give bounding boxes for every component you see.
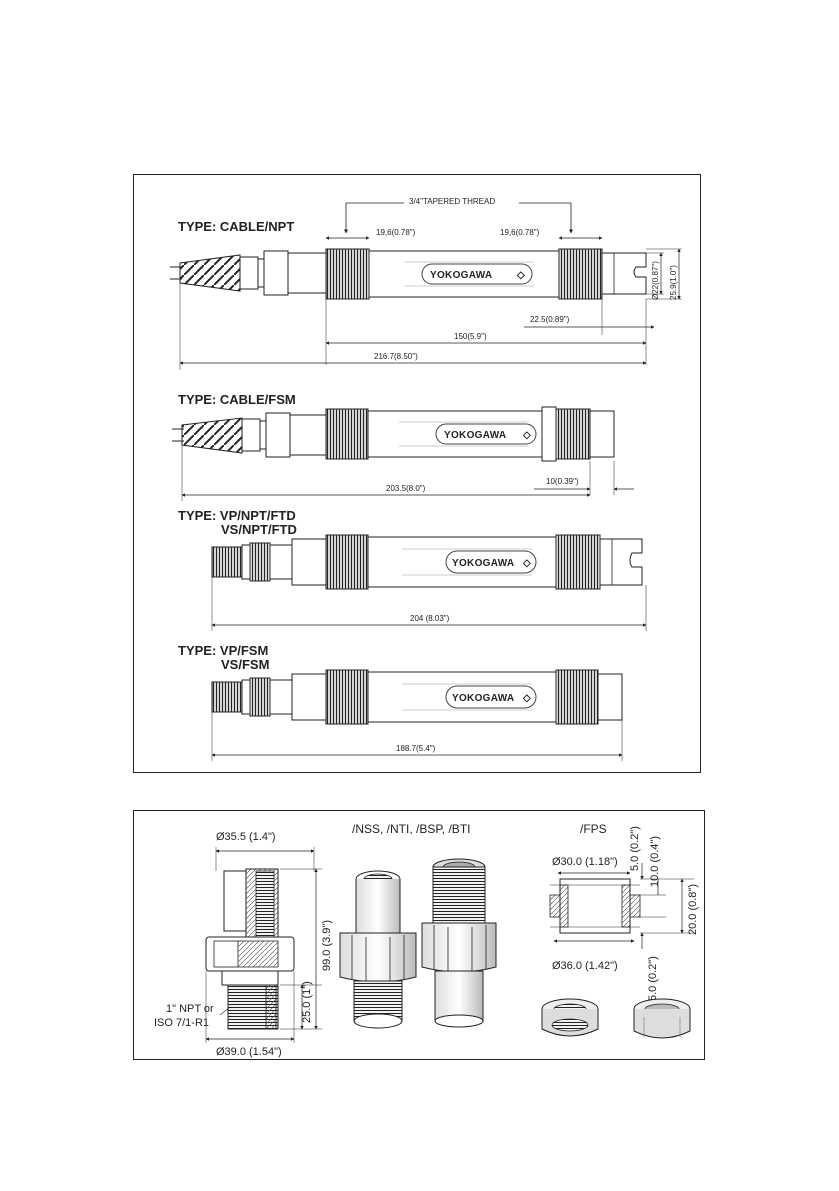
vp-connector xyxy=(211,546,243,578)
thread-rear xyxy=(325,408,369,460)
fps-ring-view-a xyxy=(541,998,599,1037)
overall-length-dim: 188.7(5.4") xyxy=(396,744,436,753)
section-cable-fsm: TYPE: CABLE/FSM YOKOGAWA ◇ 10(0.39") 203… xyxy=(172,392,634,501)
type-label-vp-fsm: TYPE: VP/FSM xyxy=(178,643,268,658)
strain-relief-spring xyxy=(179,254,241,292)
body-length-dim: 150(5.9") xyxy=(454,332,487,341)
thread-diameter-dim: 25.9(1.0") xyxy=(669,265,678,300)
brand-logo: YOKOGAWA xyxy=(452,558,514,569)
sensor-body xyxy=(367,536,557,588)
thread-rear xyxy=(325,248,370,300)
connector-head xyxy=(263,250,289,296)
type-label-vs-fsm: VS/FSM xyxy=(221,657,269,672)
overall-length-dim: 216.7(8.50") xyxy=(374,352,418,361)
union-variants-title: /NSS, /NTI, /BSP, /BTI xyxy=(352,822,470,836)
brand-plate xyxy=(421,263,533,285)
overall-length-dim: 204 (8.03") xyxy=(410,614,450,623)
brand-diamond-icon: ◇ xyxy=(522,693,531,704)
union-view-b xyxy=(421,858,497,1028)
union-cross-section: Ø35.5 (1.4") 99.0 (3.9") 25.0 (1") 1" NP… xyxy=(154,831,333,1058)
thread-callout-leader-right xyxy=(519,202,573,234)
brand-logo: YOKOGAWA xyxy=(430,270,492,281)
sensor-body xyxy=(368,250,560,298)
fps-ring: /FPS Ø30.0 (1.18") Ø36.0 (1.42") 5.0 (0.… xyxy=(541,822,699,1039)
type-label-vp-npt-ftd: TYPE: VP/NPT/FTD xyxy=(178,508,296,523)
section-vp-fsm: TYPE: VP/FSM VS/FSM YOKOGAWA ◇ 188.7(5.4… xyxy=(178,643,623,761)
union-top-diameter: Ø35.5 (1.4") xyxy=(216,831,276,843)
fps-dim-10: 10.0 (0.4") xyxy=(649,836,661,887)
tip-length-dim: 10(0.39") xyxy=(546,477,579,486)
union-view-a xyxy=(339,870,417,1029)
thread-callout-leader-left xyxy=(344,202,404,234)
thread-right-dim: 19,6(0.78") xyxy=(500,228,540,237)
section-cable-npt: TYPE: CABLE/NPT 3/4"TAPERED THREAD 19,6(… xyxy=(170,197,682,370)
connector-nut xyxy=(239,256,259,290)
thread-front xyxy=(558,248,603,300)
sensor-types-panel: TYPE: CABLE/NPT 3/4"TAPERED THREAD 19,6(… xyxy=(133,174,701,773)
brand-logo: YOKOGAWA xyxy=(444,430,506,441)
tip-length-dim: 22.5(0.89") xyxy=(530,315,570,324)
thread-left-dim: 19,6(0.78") xyxy=(376,228,416,237)
union-thread-length-dim: 25.0 (1") xyxy=(301,981,313,1023)
thread-rear xyxy=(325,669,369,725)
electrode-tip xyxy=(601,252,647,295)
fittings-panel: Ø35.5 (1.4") 99.0 (3.9") 25.0 (1") 1" NP… xyxy=(133,810,705,1060)
thread-note-line1: 1" NPT or xyxy=(166,1003,214,1015)
section-vp-npt-ftd: TYPE: VP/NPT/FTD VS/NPT/FTD YOKOGAWA ◇ 2… xyxy=(178,508,647,631)
sensor-body xyxy=(367,410,543,458)
fps-ring-view-b xyxy=(633,998,691,1039)
fps-ring-section xyxy=(559,878,631,934)
thread-front xyxy=(555,669,599,725)
electrode-tip xyxy=(597,673,623,721)
fps-dim-5-top: 5.0 (0.2") xyxy=(629,826,641,871)
thread-note-line2: ISO 7/1-R1 xyxy=(154,1017,209,1029)
fps-dim-20: 20.0 (0.8") xyxy=(687,884,699,935)
fps-dim-5-bottom: 5.0 (0.2") xyxy=(647,956,659,1001)
fittings-drawing: Ø35.5 (1.4") 99.0 (3.9") 25.0 (1") 1" NP… xyxy=(154,822,699,1058)
sensor-types-drawing: TYPE: CABLE/NPT 3/4"TAPERED THREAD 19,6(… xyxy=(170,197,682,761)
tip-diameter-dim: Ø22(0.87") xyxy=(651,261,660,300)
sensor-body xyxy=(367,671,557,723)
thread-front xyxy=(555,534,601,590)
electrode-tip xyxy=(589,410,615,458)
vp-connector xyxy=(211,681,243,713)
brand-logo: YOKOGAWA xyxy=(452,693,514,704)
type-label-cable-fsm: TYPE: CABLE/FSM xyxy=(178,392,296,407)
type-label-vs-npt-ftd: VS/NPT/FTD xyxy=(221,522,297,537)
thread-callout-label: 3/4"TAPERED THREAD xyxy=(409,197,495,206)
thread-front xyxy=(555,408,591,460)
fps-title: /FPS xyxy=(580,822,607,836)
brand-diamond-icon: ◇ xyxy=(522,558,531,569)
union-3d-views: /NSS, /NTI, /BSP, /BTI xyxy=(339,822,497,1029)
union-height-dim: 99.0 (3.9") xyxy=(321,920,333,971)
overall-length-dim: 203.5(8.0") xyxy=(386,484,426,493)
thread-rear xyxy=(325,534,369,590)
brand-diamond-icon: ◇ xyxy=(516,270,525,281)
fps-top-diameter: Ø30.0 (1.18") xyxy=(552,856,618,868)
union-bottom-diameter: Ø39.0 (1.54") xyxy=(216,1046,282,1058)
type-label-cable-npt: TYPE: CABLE/NPT xyxy=(178,219,294,234)
fps-bottom-diameter: Ø36.0 (1.42") xyxy=(552,960,618,972)
electrode-tip xyxy=(599,538,643,586)
brand-diamond-icon: ◇ xyxy=(522,430,531,441)
